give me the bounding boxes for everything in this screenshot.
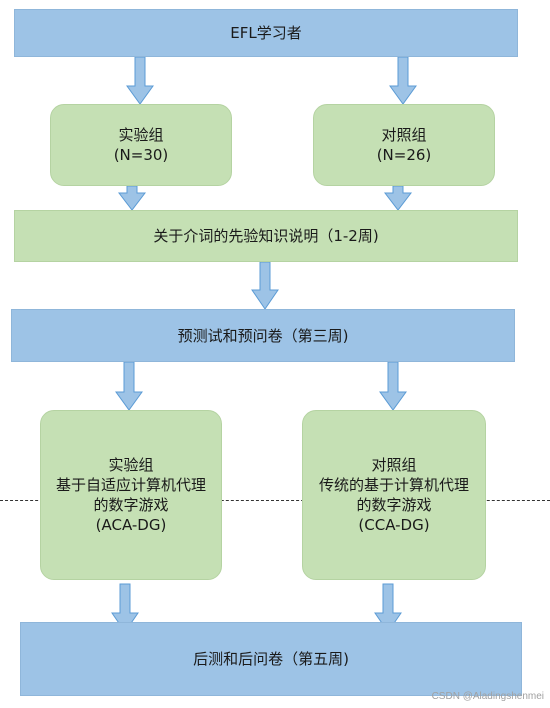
experimental-treatment-abbr: (ACA-DG) — [95, 516, 167, 534]
learners-label: EFL学习者 — [230, 24, 302, 42]
control-group-title: 对照组 — [381, 126, 427, 144]
dashed-separator-line — [0, 500, 550, 501]
pretest-label: 预测试和预问卷（第三周) — [177, 326, 349, 345]
pretest-box: 预测试和预问卷（第三周) — [11, 309, 515, 362]
arrow-learners-to-ctrl — [389, 56, 417, 105]
arrow-pretest-to-exp-treatment — [115, 361, 143, 411]
experimental-treatment-title: 实验组 — [108, 456, 154, 474]
prior-knowledge-label: 关于介词的先验知识说明（1-2周) — [153, 227, 379, 245]
control-treatment-line2: 传统的基于计算机代理 — [318, 476, 469, 494]
arrow-learners-to-exp — [126, 56, 154, 105]
prior-knowledge-box: 关于介词的先验知识说明（1-2周) — [14, 210, 518, 262]
experimental-group-count: (N=30) — [113, 146, 169, 164]
arrow-explanation-to-pretest — [251, 261, 279, 310]
arrow-exp-to-explanation — [117, 185, 147, 211]
control-group-count: (N=26) — [376, 146, 432, 164]
experimental-treatment-line3: 的数字游戏 — [93, 496, 169, 514]
experimental-group-box: 实验组 (N=30) — [50, 104, 232, 186]
csdn-watermark: CSDN @Aladingshenmei — [431, 691, 544, 702]
experimental-treatment-line2: 基于自适应计算机代理 — [55, 476, 206, 494]
control-group-box: 对照组 (N=26) — [313, 104, 495, 186]
control-treatment-line3: 的数字游戏 — [356, 496, 432, 514]
posttest-label: 后测和后问卷（第五周) — [193, 650, 349, 668]
control-treatment-abbr: (CCA-DG) — [358, 516, 430, 534]
experimental-group-title: 实验组 — [118, 126, 164, 144]
posttest-box: 后测和后问卷（第五周) — [20, 622, 522, 696]
learners-box: EFL学习者 — [14, 9, 518, 57]
control-treatment-box: 对照组 传统的基于计算机代理 的数字游戏 (CCA-DG) — [302, 410, 486, 580]
experimental-treatment-box: 实验组 基于自适应计算机代理 的数字游戏 (ACA-DG) — [40, 410, 222, 580]
arrow-ctrl-to-explanation — [383, 185, 413, 211]
arrow-pretest-to-ctrl-treatment — [379, 361, 407, 411]
control-treatment-title: 对照组 — [371, 456, 417, 474]
